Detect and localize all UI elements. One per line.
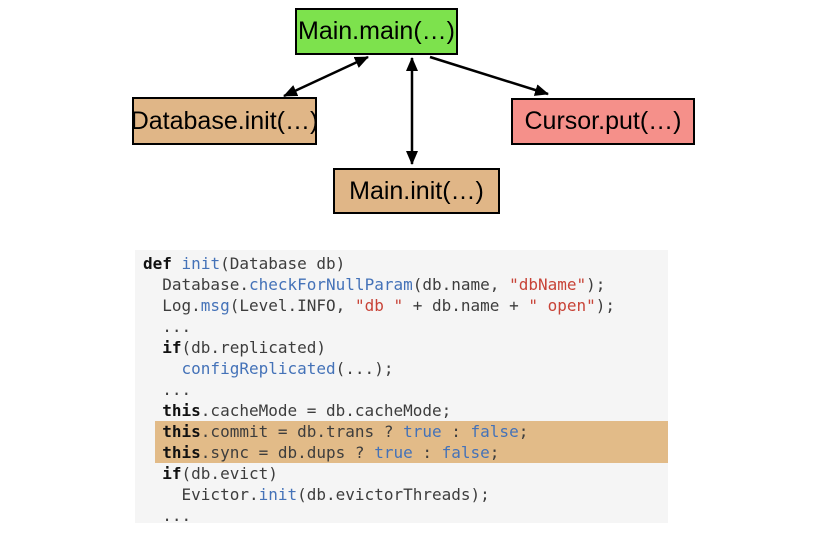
code-line: ... (143, 506, 192, 525)
node-database-init: Database.init(…) (130, 97, 319, 145)
node-main-init: Main.init(…) (333, 168, 500, 214)
call-graph-edges (283, 55, 549, 165)
edge-main-to-cursor-put (429, 55, 549, 96)
code-line: def init(Database db) (143, 254, 346, 273)
code-line: Log.msg(Level.INFO, "db " + db.name + " … (143, 296, 616, 315)
edge-main-to-database-init (283, 55, 369, 98)
code-line: ... (143, 317, 192, 336)
code-line: if(db.evict) (162, 464, 278, 483)
code-line: if(db.replicated) (162, 338, 327, 357)
code-line: configReplicated(...); (181, 359, 394, 378)
code-line: Evictor.init(db.evictorThreads); (143, 485, 490, 504)
call-graph-diagram: Main.main(…) Database.init(…) Cursor.put… (0, 0, 830, 235)
code-line: Database.checkForNullParam(db.name, "dbN… (143, 275, 606, 294)
node-cursor-put-label: Cursor.put(…) (524, 107, 682, 135)
node-main-main: Main.main(…) (295, 8, 458, 55)
code-line-highlighted: this.commit = db.trans ? true : false; (143, 421, 668, 442)
node-main-main-label: Main.main(…) (298, 17, 455, 45)
code-line-highlighted: this.sync = db.dups ? true : false; (143, 442, 668, 463)
code-block: def init(Database db) Database.checkForN… (135, 250, 668, 525)
code-line: this.cacheMode = db.cacheMode; (162, 401, 452, 420)
node-main-init-label: Main.init(…) (349, 176, 484, 205)
code-line: ... (143, 380, 192, 399)
node-database-init-label: Database.init(…) (130, 106, 319, 135)
node-cursor-put: Cursor.put(…) (511, 98, 695, 145)
